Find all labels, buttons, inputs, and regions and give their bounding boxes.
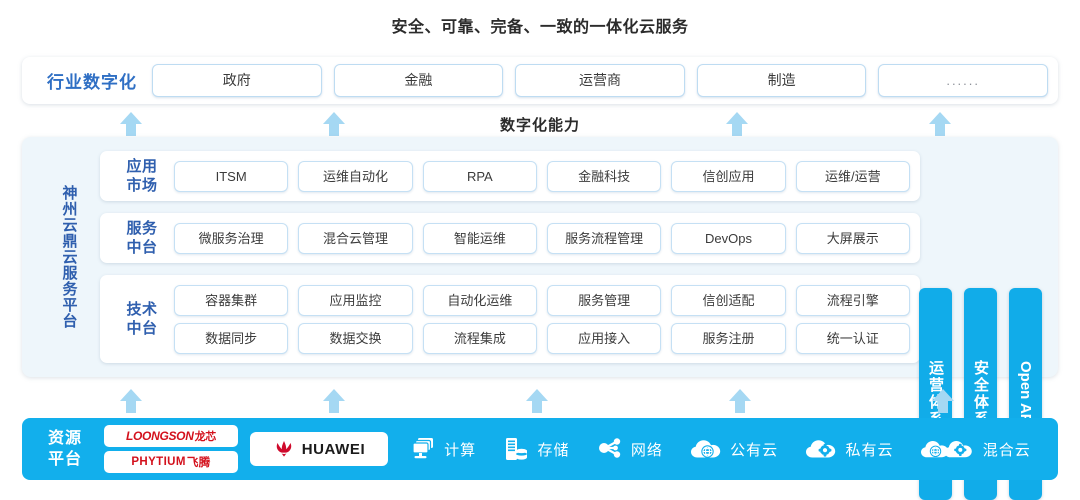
layer-technology-midend-label: 技术 中台	[110, 300, 174, 338]
pillar-security-system-label: 安全体系	[972, 360, 989, 428]
chip-app-access[interactable]: 应用接入	[546, 322, 662, 354]
resource-item-private-cloud[interactable]: 私有云	[804, 436, 893, 462]
resource-item-storage-label: 存储	[537, 441, 570, 459]
chip-container-cluster[interactable]: 容器集群	[174, 284, 289, 316]
layer-technology-midend: 技术 中台 容器集群 应用监控 自动化运维 服务管理 信创适配 流程引擎 数据同…	[100, 275, 920, 363]
resource-platform-label: 资源 平台	[36, 428, 94, 470]
chip-big-screen-display[interactable]: 大屏展示	[795, 222, 910, 254]
network-icon	[598, 438, 621, 458]
chip-service-registry[interactable]: 服务注册	[671, 322, 786, 354]
industry-box-more[interactable]: ......	[878, 64, 1048, 97]
resource-item-compute-label: 计算	[444, 441, 477, 459]
chip-fintech[interactable]: 金融科技	[546, 160, 662, 192]
industry-box-manufacturing[interactable]: 制造	[696, 64, 867, 97]
page-title: 安全、可靠、完备、一致的一体化云服务	[391, 19, 689, 36]
chip-service-process-mgmt[interactable]: 服务流程管理	[546, 222, 662, 254]
layer-label-line2: 市场	[126, 177, 158, 194]
chip-process-integration[interactable]: 流程集成	[422, 322, 537, 354]
layer-service-midend: 服务 中台 微服务治理 混合云管理 智能运维 服务流程管理 DevOps 大屏展…	[100, 213, 920, 263]
resource-label-line2: 平台	[47, 451, 82, 468]
chip-xinchuang-adaptation[interactable]: 信创适配	[671, 284, 786, 316]
phytium-cn-wordmark: 飞腾	[186, 457, 211, 469]
huawei-logo: HUAWEI	[250, 432, 388, 466]
chip-row: ITSM 运维自动化 RPA 金融科技 信创应用 运维/运营	[174, 160, 910, 192]
resource-item-public-cloud[interactable]: 公有云	[689, 436, 778, 462]
chip-row: 容器集群 应用监控 自动化运维 服务管理 信创适配 流程引擎	[174, 284, 910, 316]
chip-ops-automation[interactable]: 运维自动化	[298, 160, 413, 192]
layer-technology-midend-body: 容器集群 应用监控 自动化运维 服务管理 信创适配 流程引擎 数据同步 数据交换…	[174, 284, 910, 354]
resource-item-public-cloud-label: 公有云	[730, 441, 779, 459]
chip-row: 数据同步 数据交换 流程集成 应用接入 服务注册 统一认证	[174, 322, 910, 354]
chip-automated-ops[interactable]: 自动化运维	[422, 284, 537, 316]
resource-platform-bar: 资源 平台 LOONGSON 龙芯 PHYTIUM 飞腾 HUAWEI	[22, 418, 1058, 480]
chip-data-sync[interactable]: 数据同步	[174, 322, 289, 354]
chip-xinchuang-app[interactable]: 信创应用	[671, 160, 786, 192]
chip-itsm[interactable]: ITSM	[174, 160, 289, 192]
layer-label-line1: 技术	[126, 301, 158, 318]
layer-service-midend-label: 服务 中台	[110, 219, 174, 257]
phytium-logo: PHYTIUM 飞腾	[104, 451, 238, 473]
vendor-logo-stack: LOONGSON 龙芯 PHYTIUM 飞腾	[104, 425, 238, 473]
loongson-logo: LOONGSON 龙芯	[104, 425, 238, 447]
resource-item-storage[interactable]: 存储	[502, 435, 569, 463]
resource-label-line1: 资源	[47, 430, 82, 447]
pillar-open-api-label: Open API	[1017, 360, 1034, 428]
resource-item-list: 计算	[396, 435, 1044, 463]
industry-box-list: 政府 金融 运营商 制造 ......	[152, 64, 1048, 97]
layer-label-line1: 应用	[126, 158, 158, 175]
resource-item-hybrid-cloud[interactable]: 混合云	[920, 436, 1031, 462]
chip-app-monitoring[interactable]: 应用监控	[298, 284, 413, 316]
compute-icon	[412, 438, 434, 459]
resource-item-compute[interactable]: 计算	[409, 435, 476, 463]
chip-rpa[interactable]: RPA	[422, 160, 537, 192]
chip-microservice-governance[interactable]: 微服务治理	[174, 222, 289, 254]
layer-application-market-body: ITSM 运维自动化 RPA 金融科技 信创应用 运维/运营	[174, 160, 910, 192]
chip-data-exchange[interactable]: 数据交换	[298, 322, 413, 354]
industry-row-label: 行业数字化	[47, 73, 137, 92]
platform-vertical-label: 神州云鼎云服务平台	[60, 185, 78, 329]
chip-service-mgmt[interactable]: 服务管理	[546, 284, 662, 316]
cloud-service-platform-panel: 神州云鼎云服务平台 应用 市场 ITSM 运维自动化 RPA 金融科技 信创应用…	[22, 137, 1058, 500]
industry-digitalization-row: 行业数字化 政府 金融 运营商 制造 ......	[22, 57, 1058, 104]
public-cloud-icon	[691, 440, 721, 458]
capability-label: 数字化能力	[499, 117, 580, 134]
loongson-wordmark: LOONGSON	[125, 429, 194, 443]
huawei-wordmark: HUAWEI	[301, 440, 366, 458]
chip-process-engine[interactable]: 流程引擎	[795, 284, 910, 316]
private-cloud-icon	[806, 440, 836, 458]
resource-item-network-label: 网络	[630, 441, 663, 459]
layer-application-market: 应用 市场 ITSM 运维自动化 RPA 金融科技 信创应用 运维/运营	[100, 151, 920, 201]
layer-label-line2: 中台	[126, 320, 158, 337]
resource-item-network[interactable]: 网络	[596, 435, 663, 463]
resource-item-private-cloud-label: 私有云	[845, 441, 894, 459]
chip-row: 微服务治理 混合云管理 智能运维 服务流程管理 DevOps 大屏展示	[174, 222, 910, 254]
chip-hybrid-cloud-mgmt[interactable]: 混合云管理	[298, 222, 413, 254]
layer-label-line2: 中台	[126, 239, 158, 256]
chip-intelligent-ops[interactable]: 智能运维	[422, 222, 537, 254]
layer-application-market-label: 应用 市场	[110, 157, 174, 195]
industry-box-government[interactable]: 政府	[152, 64, 322, 97]
layer-label-line1: 服务	[126, 220, 158, 237]
industry-box-carrier[interactable]: 运营商	[515, 64, 685, 97]
storage-icon	[506, 438, 528, 460]
huawei-flower-icon	[276, 441, 291, 457]
layer-service-midend-body: 微服务治理 混合云管理 智能运维 服务流程管理 DevOps 大屏展示	[174, 222, 910, 254]
chip-ops-operations[interactable]: 运维/运营	[795, 160, 910, 192]
resource-item-hybrid-cloud-label: 混合云	[982, 441, 1031, 459]
phytium-wordmark: PHYTIUM	[131, 456, 186, 468]
chip-devops[interactable]: DevOps	[671, 222, 786, 254]
loongson-cn-wordmark: 龙芯	[194, 431, 217, 443]
hybrid-cloud-icon	[920, 441, 972, 458]
industry-box-finance[interactable]: 金融	[333, 64, 504, 97]
chip-unified-auth[interactable]: 统一认证	[795, 322, 910, 354]
